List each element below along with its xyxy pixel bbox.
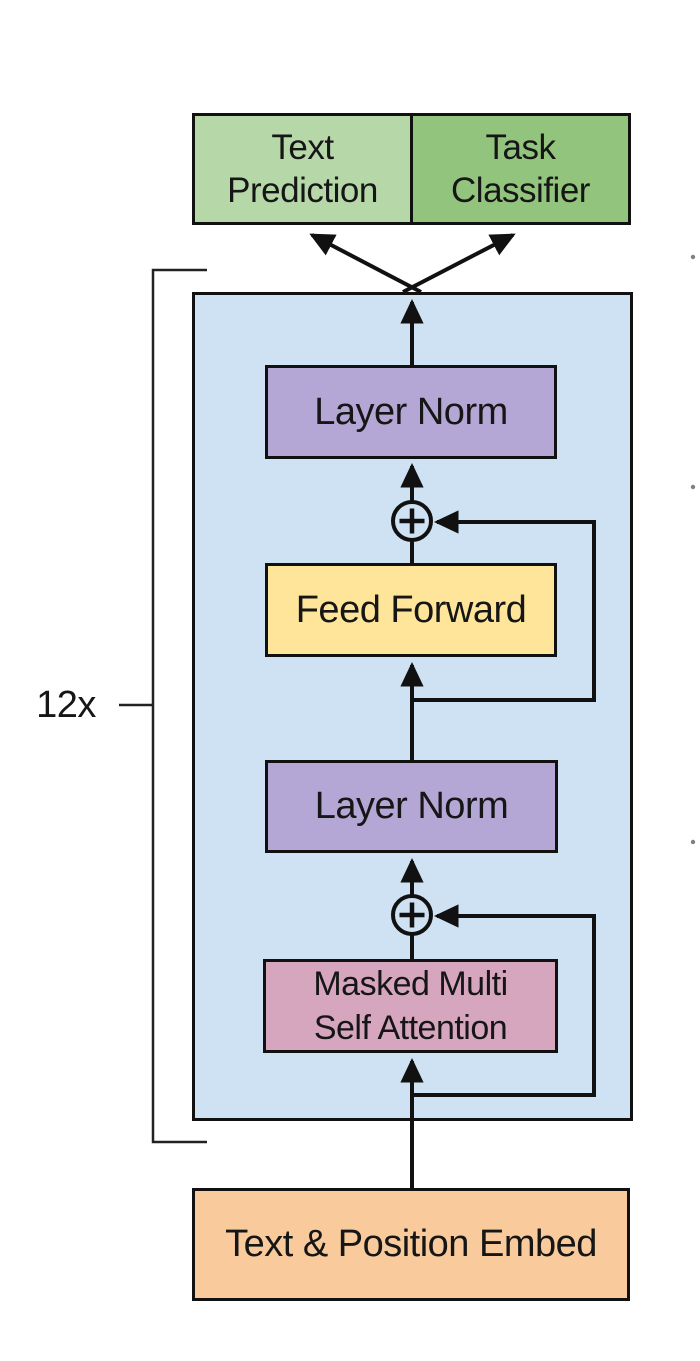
masked-attention-label-line1: Masked Multi <box>313 965 508 1003</box>
artifact-dot <box>690 484 696 490</box>
feed-forward-label: Feed Forward <box>295 588 527 631</box>
output-heads: Text Prediction Task Classifier <box>192 113 631 225</box>
plus-circle-icon <box>391 500 433 542</box>
repeat-bracket <box>151 268 207 1144</box>
artifact-dot <box>690 254 696 260</box>
layer-norm-top-box: Layer Norm <box>265 365 557 459</box>
text-prediction-box: Text Prediction <box>195 116 413 222</box>
feed-forward-box: Feed Forward <box>265 563 557 657</box>
layer-norm-top-label: Layer Norm <box>314 390 508 433</box>
embed-label: Text & Position Embed <box>225 1223 597 1265</box>
arrow-to-task-classifier <box>402 233 516 294</box>
text-prediction-label-line1: Text <box>271 128 334 167</box>
residual-skip-feedforward <box>412 510 596 702</box>
masked-multi-self-attention-box: Masked Multi Self Attention <box>263 959 558 1053</box>
task-classifier-label-line1: Task <box>485 128 556 167</box>
task-classifier-label-line2: Classifier <box>451 171 590 210</box>
arrow-to-text-prediction <box>309 233 422 294</box>
layer-norm-bottom-box: Layer Norm <box>265 760 558 853</box>
artifact-dot <box>690 839 696 845</box>
plus-circle-icon <box>391 894 433 936</box>
masked-attention-label-line2: Self Attention <box>313 1009 508 1047</box>
task-classifier-box: Task Classifier <box>413 116 628 222</box>
text-position-embed-box: Text & Position Embed <box>192 1188 630 1301</box>
text-prediction-label-line2: Prediction <box>227 171 378 210</box>
repeat-count-label: 12x <box>20 681 112 729</box>
repeat-count-text: 12x <box>36 683 96 726</box>
residual-skip-attention <box>412 904 596 1097</box>
layer-norm-bottom-label: Layer Norm <box>314 785 509 827</box>
